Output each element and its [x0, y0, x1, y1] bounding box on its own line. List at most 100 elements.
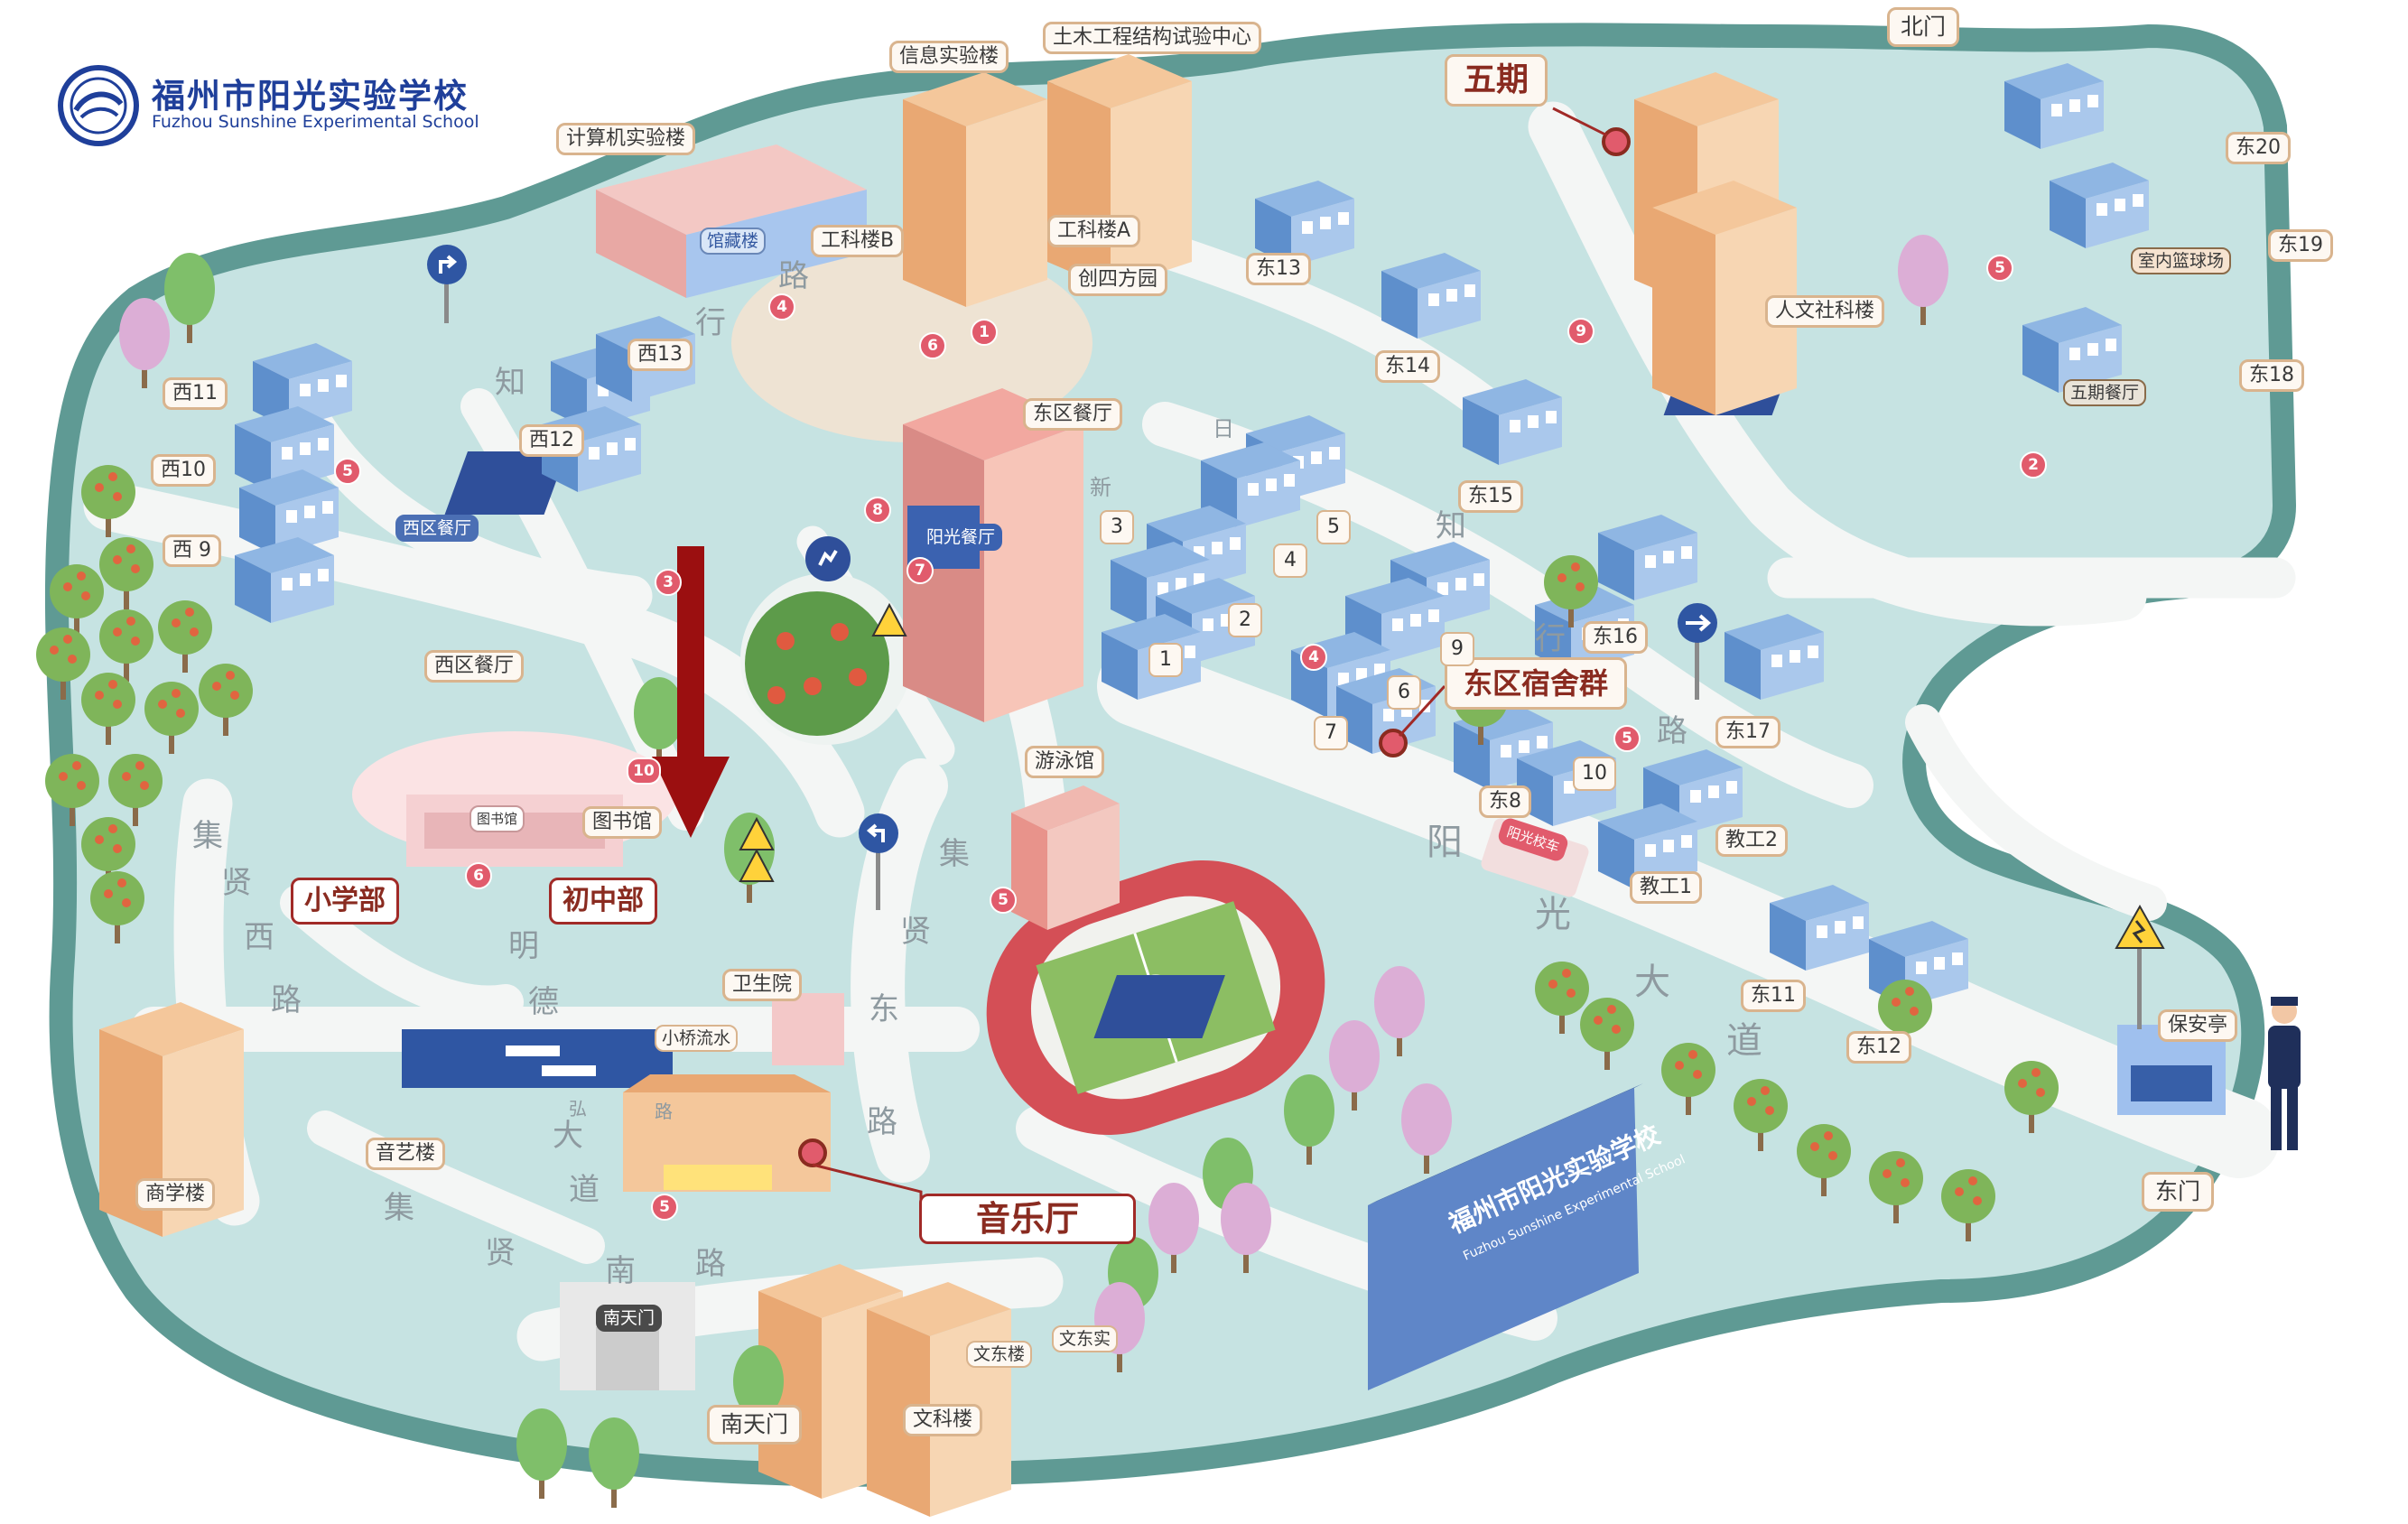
label-east-canteen[interactable]: 东区餐厅 — [1023, 398, 1123, 431]
badge-8[interactable]: 8 — [864, 497, 891, 524]
dorm-west-13[interactable]: 西13 — [628, 339, 693, 371]
dorm-west-12[interactable]: 西12 — [519, 424, 584, 457]
dorm-east-18[interactable]: 东18 — [2239, 359, 2304, 392]
computer-lab-building — [596, 144, 867, 235]
warning-sign-icon — [2115, 904, 2165, 1029]
road-jixian-w-4: 路 — [271, 982, 302, 1018]
label-bridge[interactable]: 小桥流水 — [655, 1025, 739, 1052]
road-jixian-w-2: 贤 — [221, 865, 252, 901]
badge-9[interactable]: 9 — [1567, 318, 1594, 345]
badge-5-west[interactable]: 5 — [334, 458, 361, 485]
badge-4[interactable]: 4 — [768, 293, 795, 321]
pond — [402, 1029, 673, 1088]
dorm-west-10[interactable]: 西10 — [151, 454, 216, 487]
school-name-en: Fuzhou Sunshine Experimental School — [152, 112, 479, 132]
dorm-num-3[interactable]: 3 — [1100, 510, 1134, 544]
label-west-canteen[interactable]: 西区餐厅 — [424, 650, 525, 683]
badge-1[interactable]: 1 — [971, 319, 998, 346]
dorm-west-11[interactable]: 西11 — [163, 377, 228, 410]
label-pool[interactable]: 游泳馆 — [1025, 746, 1105, 778]
label-wendong[interactable]: 文东楼 — [966, 1341, 1033, 1368]
label-humanities[interactable]: 人文社科楼 — [1765, 295, 1885, 328]
label-staff1[interactable]: 教工1 — [1630, 871, 1702, 904]
road-jixian-s-3: 南 — [605, 1253, 636, 1289]
direction-arrow-sign-icon — [1678, 603, 1717, 700]
dorm-num-2[interactable]: 2 — [1228, 603, 1262, 637]
label-primary[interactable]: 小学部 — [291, 878, 399, 925]
dorm-east-15[interactable]: 东15 — [1458, 480, 1523, 513]
dorm-east-13[interactable]: 东13 — [1246, 253, 1311, 285]
dorm-num-9[interactable]: 9 — [1440, 632, 1474, 666]
badge-3[interactable]: 3 — [655, 569, 682, 596]
dorm-west-9[interactable]: 西 9 — [163, 534, 221, 567]
road-hongdao-1: 弘 — [569, 1098, 587, 1120]
badge-6-primary[interactable]: 6 — [465, 862, 492, 889]
caution-sign-icon-2 — [739, 817, 775, 850]
dorm-east-19[interactable]: 东19 — [2268, 229, 2333, 262]
road-zhixing-e-2: 行 — [1535, 621, 1566, 657]
court-east — [1093, 975, 1225, 1038]
label-eng-b[interactable]: 工科楼B — [811, 225, 905, 257]
caution-sign-icon — [871, 603, 907, 637]
label-staff2[interactable]: 教工2 — [1715, 824, 1788, 857]
sign-south-gate: 南天门 — [596, 1305, 663, 1332]
dorm-east-16[interactable]: 东16 — [1583, 621, 1648, 654]
label-business-bldg[interactable]: 商学楼 — [135, 1178, 216, 1211]
dorm-east-20[interactable]: 东20 — [2226, 132, 2291, 164]
red-arrow-indicator — [652, 546, 730, 838]
sign-phase5-canteen: 五期餐厅 — [2063, 379, 2147, 406]
badge-5-music[interactable]: 5 — [651, 1194, 678, 1221]
label-security[interactable]: 保安亭 — [2158, 1009, 2238, 1042]
label-civil-lab[interactable]: 土木工程结构试验中心 — [1043, 22, 1262, 54]
sign-museum: 馆藏楼 — [700, 228, 767, 255]
dorm-num-5[interactable]: 5 — [1316, 510, 1351, 544]
road-yangguang-1: 阳 — [1427, 822, 1463, 863]
label-south-gate[interactable]: 南天门 — [707, 1405, 803, 1445]
label-junior[interactable]: 初中部 — [549, 878, 657, 925]
dorm-num-1[interactable]: 1 — [1148, 643, 1183, 677]
dorm-num-6[interactable]: 6 — [1387, 675, 1421, 710]
badge-5-ne[interactable]: 5 — [1986, 255, 2013, 282]
label-library[interactable]: 图书馆 — [582, 806, 663, 839]
dorm-num-10[interactable]: 10 — [1573, 757, 1616, 791]
label-computer-lab[interactable]: 计算机实验楼 — [556, 123, 696, 155]
label-music-hall[interactable]: 音乐厅 — [919, 1194, 1137, 1244]
road-rixin-2: 新 — [1090, 475, 1111, 500]
badge-4-dorm[interactable]: 4 — [1300, 644, 1327, 671]
badge-5-dorm[interactable]: 5 — [1613, 725, 1641, 752]
turn-right-sign-icon — [427, 245, 467, 323]
label-clinic[interactable]: 卫生院 — [722, 969, 803, 1001]
dorm-east-8[interactable]: 东8 — [1479, 785, 1531, 818]
label-art-bldg[interactable]: 音艺楼 — [366, 1138, 446, 1170]
badge-2[interactable]: 2 — [2020, 451, 2047, 479]
label-chuangsi[interactable]: 创四方园 — [1068, 264, 1168, 296]
security-guard-icon — [2268, 997, 2301, 1150]
road-rixin-1: 日 — [1213, 416, 1234, 441]
label-east-dorm[interactable]: 东区宿舍群 — [1445, 657, 1628, 710]
badge-10[interactable]: 10 — [627, 757, 661, 785]
badge-5[interactable]: 5 — [990, 887, 1017, 914]
dorm-east-11[interactable]: 东11 — [1741, 980, 1806, 1012]
road-dadao-1: 大 — [553, 1118, 583, 1154]
label-info-lab[interactable]: 信息实验楼 — [889, 41, 1009, 73]
dorm-east-17[interactable]: 东17 — [1715, 716, 1780, 748]
badge-6[interactable]: 6 — [919, 332, 946, 359]
dorm-num-4[interactable]: 4 — [1273, 544, 1307, 578]
road-jixian-e-1: 集 — [939, 836, 970, 872]
road-jixian-e-2: 贤 — [900, 914, 931, 950]
label-phase5[interactable]: 五期 — [1445, 54, 1548, 107]
road-jixian-s-1: 集 — [384, 1190, 414, 1226]
label-north-gate[interactable]: 北门 — [1887, 7, 1960, 47]
dorm-num-7[interactable]: 7 — [1314, 716, 1348, 750]
road-zhixing-e-3: 路 — [1657, 713, 1687, 749]
dorm-east-12[interactable]: 东12 — [1846, 1031, 1911, 1064]
label-eng-a[interactable]: 工科楼A — [1047, 215, 1141, 247]
label-wenke[interactable]: 文科楼 — [903, 1404, 983, 1436]
road-yangguang-3: 大 — [1634, 962, 1670, 1003]
label-wendongshi[interactable]: 文东实 — [1052, 1325, 1119, 1352]
roundabout-garden — [745, 591, 889, 736]
badge-7[interactable]: 7 — [906, 557, 934, 584]
dorm-east-14[interactable]: 东14 — [1375, 350, 1440, 383]
label-east-gate[interactable]: 东门 — [2142, 1172, 2215, 1212]
